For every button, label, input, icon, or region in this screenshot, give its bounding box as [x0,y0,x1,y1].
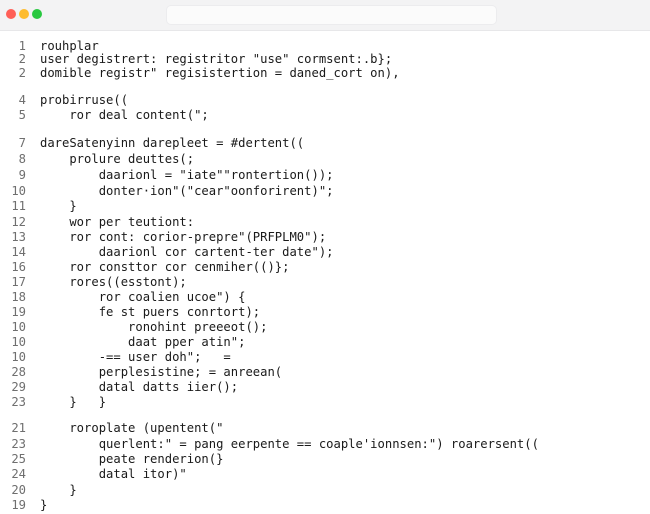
code-text: domible registr" regisistertion = daned_… [40,66,400,80]
code-text: prolure deuttes(; [40,152,195,166]
line-number: 28 [11,365,26,379]
line-number: 13 [11,230,26,244]
code-text: } [40,483,77,497]
code-line[interactable]: 19 fe st puers conrtort); [0,304,650,321]
minimize-window-button[interactable] [19,9,29,19]
line-number: 18 [11,290,26,304]
line-number: 12 [11,215,26,229]
line-number: 14 [11,245,26,259]
code-line[interactable]: 10 ronohint preeeot(); [0,319,650,336]
code-line[interactable]: 1 rouhplar [0,38,650,55]
code-text: donter·ion"("cear"oonforirent)"; [40,184,334,198]
line-number: 23 [11,395,26,409]
code-text: wor per teutiont: [40,215,195,229]
code-editor[interactable]: 1 rouhplar 2 user degistrert: registritor "… [0,32,650,512]
code-text: } } [40,395,107,409]
line-number: 25 [11,452,26,466]
code-line[interactable]: 18 ror coalien ucoe") { [0,289,650,306]
code-text: dareSatenyinn darepleet = #dertent(( [40,136,305,150]
code-text: ror consttor cor cenmiher(()}; [40,260,290,274]
line-number: 29 [11,380,26,394]
code-text: probirruse(( [40,93,129,107]
code-text: } [40,199,77,213]
line-number: 17 [11,275,26,289]
line-number: 7 [18,136,26,150]
code-line[interactable]: 13 ror cont: corior-prepre"(PRFPLM0"); [0,229,650,246]
code-line[interactable]: 23 } } [0,394,650,411]
code-line[interactable]: 14 daarionl cor cartent-ter date"); [0,244,650,261]
line-number: 10 [11,335,26,349]
code-text: daat pper atin"; [40,335,246,349]
code-line[interactable]: 16 ror consttor cor cenmiher(()}; [0,259,650,276]
line-number: 5 [18,108,26,122]
title-bar [0,0,650,31]
code-line[interactable]: 8 prolure deuttes(; [0,151,650,168]
code-line[interactable]: 23 querlent:" = pang eerpente == coaple'… [0,436,650,453]
line-number: 9 [18,168,26,182]
line-number: 11 [11,199,26,213]
line-number: 24 [11,467,26,481]
code-text: rores((esstont); [40,275,187,289]
maximize-window-button[interactable] [32,9,42,19]
code-line[interactable]: 10 daat pper atin"; [0,334,650,351]
code-line[interactable]: 5 ror deal content("; [0,107,650,124]
line-number: 2 [18,66,26,80]
code-line[interactable]: 21 roroplate (upentent(" [0,420,650,437]
code-text: ronohint preeeot(); [40,320,268,334]
code-text: fe st puers conrtort); [40,305,261,319]
code-text: rouhplar [40,39,99,53]
code-text: user degistrert: registritor "use" corms… [40,52,393,66]
line-number: 21 [11,421,26,435]
code-line[interactable]: 7 dareSatenyinn darepleet = #dertent(( [0,135,650,152]
code-line[interactable]: 12 wor per teutiont: [0,214,650,231]
code-line[interactable]: 9 daarionl = "iate""rontertion()); [0,167,650,184]
code-line[interactable]: 10 donter·ion"("cear"oonforirent)"; [0,183,650,200]
code-text: ror cont: corior-prepre"(PRFPLM0"); [40,230,327,244]
line-number: 1 [18,39,26,53]
code-line[interactable]: 29 datal datts iier(); [0,379,650,396]
code-text: daarionl cor cartent-ter date"); [40,245,334,259]
line-number: 20 [11,483,26,497]
code-text: ror deal content("; [40,108,209,122]
line-number: 10 [11,320,26,334]
code-line[interactable]: 25 peate renderion(} [0,451,650,468]
code-line[interactable]: 4 probirruse(( [0,92,650,109]
address-bar[interactable] [166,5,497,25]
line-number: 19 [11,305,26,319]
code-line[interactable]: 2 domible registr" regisistertion = daned… [0,65,650,82]
line-number: 4 [18,93,26,107]
close-window-button[interactable] [6,9,16,19]
code-line[interactable]: 20 } [0,482,650,499]
code-text: ror coalien ucoe") { [40,290,246,304]
line-number: 10 [11,350,26,364]
line-number: 23 [11,437,26,451]
code-text: querlent:" = pang eerpente == coaple'ion… [40,437,539,451]
code-line[interactable]: 28 perplesistine; = anreean( [0,364,650,381]
code-text: datal datts iier(); [40,380,239,394]
code-text: perplesistine; = anreean( [40,365,283,379]
code-text: datal itor)" [40,467,187,481]
code-text: peate renderion(} [40,452,224,466]
line-number: 10 [11,184,26,198]
code-line[interactable]: 11 } [0,198,650,215]
code-line[interactable]: 2 user degistrert: registritor "use" corm… [0,51,650,68]
code-text: -== user doh"; = [40,350,231,364]
code-line[interactable]: 17 rores((esstont); [0,274,650,291]
line-number: 16 [11,260,26,274]
code-text: daarionl = "iate""rontertion()); [40,168,334,182]
line-number: 2 [18,52,26,66]
code-text: roroplate (upentent(" [40,421,224,435]
line-number: 8 [18,152,26,166]
code-line[interactable]: 24 datal itor)" [0,466,650,483]
code-line[interactable]: 10 -== user doh"; = [0,349,650,366]
